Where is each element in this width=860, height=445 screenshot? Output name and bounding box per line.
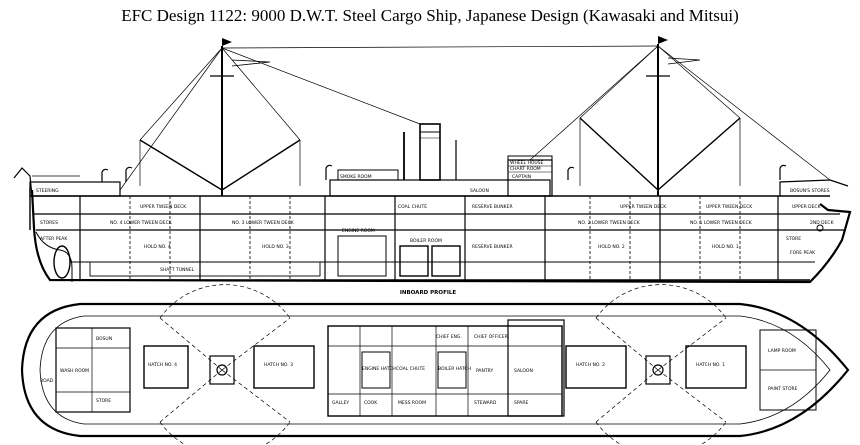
hatch-2-label: HATCH NO. 2 bbox=[576, 362, 605, 368]
plan-fwd-house bbox=[507, 319, 565, 417]
plan-hatch-4 bbox=[143, 345, 189, 389]
bosun-label: BOSUN bbox=[96, 336, 112, 342]
reserve-bunker-lower-label: RESERVE BUNKER bbox=[472, 244, 513, 250]
hatch-3-label: HATCH NO. 3 bbox=[264, 362, 293, 368]
lower-tween-1-label: NO. 1 LOWER TWEEN DECK bbox=[690, 220, 753, 226]
hold-2-label: HOLD NO. 2 bbox=[598, 244, 625, 250]
mess-room-label: MESS ROOM bbox=[398, 400, 426, 406]
saloon-label: SALOON bbox=[514, 368, 533, 374]
steering-label: STEERING bbox=[36, 188, 59, 194]
second-deck-label: 2ND DECK bbox=[810, 220, 835, 226]
engine bbox=[337, 235, 387, 277]
profile-labels: INBOARD PROFILE UPPER TWEEN DECK UPPER T… bbox=[36, 160, 835, 296]
store-label: STORE bbox=[96, 398, 111, 404]
galley-label: GALLEY bbox=[332, 400, 349, 406]
aft-flag-icon bbox=[222, 38, 232, 46]
shaft-tunnel-label: SHAFT TUNNEL bbox=[160, 267, 195, 273]
diagram-title: EFC Design 1122: 9000 D.W.T. Steel Cargo… bbox=[121, 6, 739, 25]
upper-tween-aft-label: UPPER TWEEN DECK bbox=[706, 204, 753, 210]
plan-hatch-3 bbox=[253, 345, 315, 389]
fore-flag-icon bbox=[658, 36, 668, 44]
shaft-tunnel bbox=[89, 261, 321, 277]
engine-room-label: ENGINE ROOM bbox=[342, 228, 375, 234]
lower-tween-3-label: NO. 3 LOWER TWEEN DECK bbox=[232, 220, 295, 226]
plan-hatch-2 bbox=[565, 345, 627, 389]
plan-boiler-hatch bbox=[437, 351, 467, 389]
after-peak-label: AFTER PEAK bbox=[40, 236, 68, 242]
upper-tween-mid-label: UPPER TWEEN DECK bbox=[620, 204, 667, 210]
plan-labels: HATCH NO. 4 HATCH NO. 3 HATCH NO. 2 HATC… bbox=[40, 334, 798, 406]
fore-mast-circle bbox=[652, 364, 664, 376]
captain-label: CAPTAIN bbox=[512, 174, 531, 180]
boiler-hatch-label: BOILER HATCH bbox=[438, 366, 471, 372]
profile-caption: INBOARD PROFILE bbox=[400, 290, 457, 296]
hold-1-label: HOLD NO. 1 bbox=[712, 244, 739, 250]
chief-officer-label: CHIEF OFFICER bbox=[474, 334, 508, 340]
stores-label: STORES bbox=[40, 220, 58, 226]
anchor-icon bbox=[816, 224, 824, 232]
upper-tween-fwd-label: UPPER TWEEN DECK bbox=[140, 204, 187, 210]
inboard-profile bbox=[13, 36, 852, 284]
lamp-room-label: LAMP ROOM bbox=[768, 348, 796, 354]
store-fwd-label: STORE bbox=[786, 236, 801, 242]
paint-store-label: PAINT STORE bbox=[768, 386, 798, 392]
boiler-1 bbox=[399, 245, 429, 277]
fore-peak-label: FORE PEAK bbox=[790, 250, 816, 256]
saloon-label: SALOON bbox=[470, 188, 489, 194]
coal-chute-label: COAL CHUTE bbox=[396, 366, 425, 372]
forecastle bbox=[779, 179, 849, 196]
wash-room-label: WASH ROOM bbox=[60, 368, 89, 374]
wheelhouse-label: WHEEL HOUSE bbox=[510, 160, 544, 166]
deck-plan bbox=[20, 284, 850, 445]
funnel bbox=[419, 123, 441, 181]
plan-midship-house bbox=[327, 325, 563, 417]
reserve-bunker-upper-label: RESERVE BUNKER bbox=[472, 204, 513, 210]
hatch-4-label: HATCH NO. 4 bbox=[148, 362, 177, 368]
plan-engine-hatch bbox=[361, 351, 391, 389]
upper-deck-label: UPPER DECK bbox=[792, 204, 822, 210]
midship-house bbox=[329, 179, 551, 197]
pantry-label: PANTRY bbox=[476, 368, 493, 374]
hold-4-label: HOLD NO. 4 bbox=[144, 244, 171, 250]
engine-hatch-label: ENGINE HATCH bbox=[362, 366, 396, 372]
plan-hull bbox=[20, 302, 850, 438]
chart-room-label: CHART ROOM bbox=[510, 166, 541, 172]
hatch-1-label: HATCH NO. 1 bbox=[696, 362, 725, 368]
boiler-room-label: BOILER ROOM bbox=[410, 238, 442, 244]
lower-tween-2-label: NO. 2 LOWER TWEEN DECK bbox=[578, 220, 641, 226]
spare-label: SPARE bbox=[514, 400, 528, 406]
coal-chute-label: COAL CHUTE bbox=[398, 204, 427, 210]
cook-label: COOK bbox=[364, 400, 378, 406]
plan-stern-house bbox=[55, 327, 131, 413]
boiler-2 bbox=[431, 245, 461, 277]
hold-3-label: HOLD NO. 3 bbox=[262, 244, 289, 250]
road-label: ROAD bbox=[40, 378, 54, 384]
smoke-room-label: SMOKE ROOM bbox=[340, 174, 372, 180]
steward-label: STEWARD bbox=[474, 400, 497, 406]
poop-house bbox=[29, 181, 121, 197]
bosun-stores-label: BOSUN'S STORES bbox=[790, 188, 830, 194]
profile-hull bbox=[30, 189, 852, 284]
profile-stern bbox=[13, 167, 33, 197]
lower-tween-4-label: NO. 4 LOWER TWEEN DECK bbox=[110, 220, 173, 226]
aft-mast-circle bbox=[216, 364, 228, 376]
chief-eng-label: CHIEF ENG. bbox=[436, 334, 462, 340]
plan-hatch-1 bbox=[685, 345, 747, 389]
